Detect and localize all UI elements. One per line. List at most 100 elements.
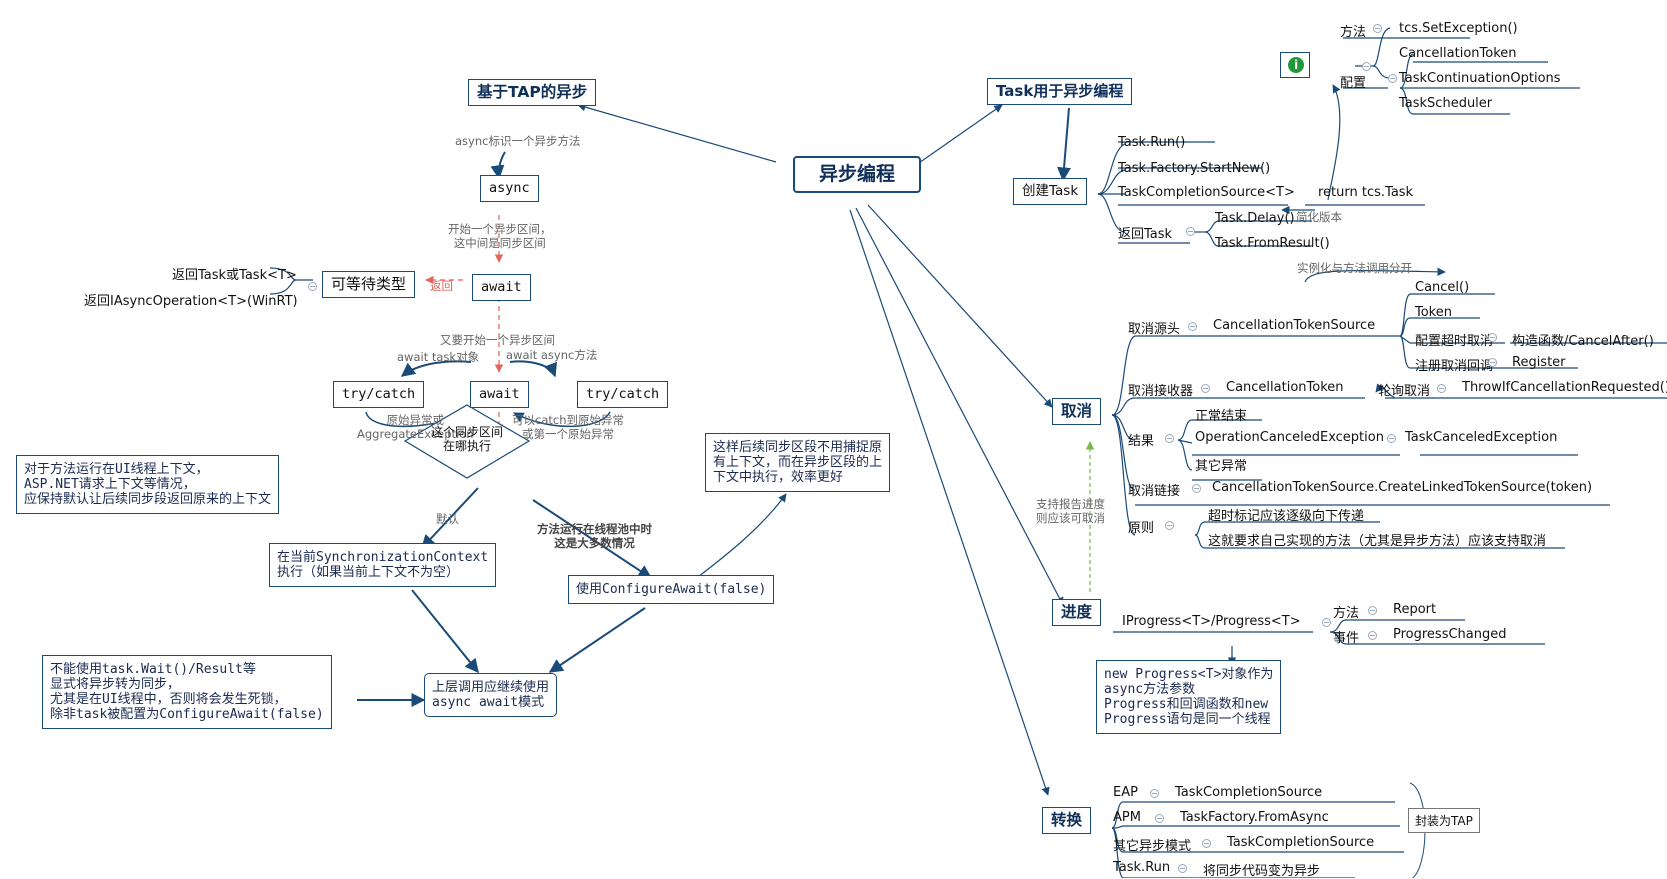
task-run[interactable]: Task.Run() — [1118, 135, 1186, 150]
principle-support-cancel[interactable]: 这就要求自己实现的方法（尤其是异步方法）应该支持取消 — [1208, 534, 1547, 549]
node-awaitable-type[interactable]: 可等待类型 — [322, 271, 416, 298]
node-sync-context[interactable]: 在当前SynchronizationContext 执行（如果当前上下文不为空） — [269, 543, 497, 587]
label-config[interactable]: 配置 — [1340, 76, 1367, 91]
collapse-toggle[interactable] — [1362, 62, 1371, 71]
collapse-toggle[interactable] — [1488, 358, 1497, 367]
collapse-toggle[interactable] — [1202, 839, 1211, 848]
node-trycatch-right[interactable]: try/catch — [577, 381, 669, 408]
principle-pass-down[interactable]: 超时标记应该逐级向下传递 — [1208, 509, 1365, 524]
convert-task-run-target[interactable]: 将同步代码变为异步 — [1203, 864, 1321, 879]
node-trycatch-left[interactable]: try/catch — [333, 381, 425, 408]
collapse-toggle[interactable] — [308, 282, 317, 291]
config-task-continuation[interactable]: TaskContinuationOptions — [1399, 71, 1561, 86]
throw-if-cancellation-requested[interactable]: ThrowIfCancellationRequested() — [1462, 380, 1667, 395]
progress-changed[interactable]: ProgressChanged — [1393, 627, 1507, 642]
node-create-task[interactable]: 创建Task — [1013, 178, 1088, 205]
configure-await-note[interactable]: 这样后续同步区段不用捕捉原 有上下文，而在异步区段的上 下文中执行，效率更好 — [705, 433, 891, 492]
task-fromresult[interactable]: Task.FromResult() — [1215, 236, 1330, 251]
node-await-2[interactable]: await — [470, 381, 529, 408]
collapse-toggle[interactable] — [1201, 384, 1210, 393]
cts-timeout[interactable]: 配置超时取消 — [1415, 334, 1494, 349]
node-progress[interactable]: 进度 — [1052, 599, 1102, 626]
awaitable-iasyncoperation[interactable]: 返回IAsyncOperation<T>(WinRT) — [84, 294, 298, 309]
node-async[interactable]: async — [480, 175, 539, 202]
progress-event[interactable]: 事件 — [1333, 631, 1360, 646]
diamond-shape — [403, 404, 531, 479]
collapse-toggle[interactable] — [1178, 864, 1187, 873]
convert-eap[interactable]: EAP — [1113, 785, 1138, 800]
result-other-exception[interactable]: 其它异常 — [1195, 459, 1248, 474]
label-cancel-source[interactable]: 取消源头 — [1128, 322, 1181, 337]
convert-apm-target[interactable]: TaskFactory.FromAsync — [1180, 810, 1329, 825]
config-task-scheduler[interactable]: TaskScheduler — [1399, 96, 1493, 111]
note-async-marks: async标识一个异步方法 — [455, 134, 581, 148]
note-catch-original: 可以catch到原始异常 或第一个原始异常 — [512, 413, 624, 441]
collapse-toggle[interactable] — [1186, 227, 1195, 236]
node-await-1[interactable]: await — [472, 274, 531, 301]
convert-other[interactable]: 其它异步模式 — [1113, 839, 1192, 854]
collapse-toggle[interactable] — [1155, 814, 1164, 823]
node-cancel[interactable]: 取消 — [1052, 398, 1102, 425]
return-task[interactable]: 返回Task — [1118, 227, 1173, 242]
node-convert[interactable]: 转换 — [1042, 807, 1092, 834]
awaitable-task[interactable]: 返回Task或Task<T> — [172, 268, 297, 283]
config-cancellation-token[interactable]: CancellationToken — [1399, 46, 1517, 61]
cancellation-token[interactable]: CancellationToken — [1226, 380, 1344, 395]
convert-other-target[interactable]: TaskCompletionSource — [1227, 835, 1375, 850]
cancellation-token-source[interactable]: CancellationTokenSource — [1213, 318, 1376, 333]
collapse-toggle[interactable] — [1150, 789, 1159, 798]
result-normal[interactable]: 正常结束 — [1195, 409, 1248, 424]
collapse-toggle[interactable] — [1165, 521, 1174, 530]
collapse-toggle[interactable] — [1188, 322, 1197, 331]
return-tcs-task[interactable]: return tcs.Task — [1318, 185, 1414, 200]
tcs-set-exception[interactable]: tcs.SetException() — [1399, 21, 1518, 36]
note-await-begin: 开始一个异步区间， 这中间是同步区间 — [448, 222, 552, 250]
label-method[interactable]: 方法 — [1340, 25, 1367, 40]
cts-cancel[interactable]: Cancel() — [1415, 280, 1470, 295]
collapse-toggle[interactable] — [1387, 434, 1396, 443]
convert-task-run[interactable]: Task.Run — [1113, 860, 1171, 875]
cts-register-callback[interactable]: 注册取消回调 — [1415, 359, 1494, 374]
convert-eap-target[interactable]: TaskCompletionSource — [1175, 785, 1323, 800]
deadlock-note[interactable]: 不能使用task.Wait()/Result等 显式将异步转为同步， 尤其是在U… — [42, 655, 332, 729]
label-cancel-link[interactable]: 取消链接 — [1128, 484, 1181, 499]
create-linked-token-source[interactable]: CancellationTokenSource.CreateLinkedToke… — [1212, 480, 1593, 495]
diamond-where-sync[interactable]: 这个同步区间 在哪执行 — [430, 425, 503, 453]
task-canceled-exception[interactable]: TaskCanceledException — [1405, 430, 1558, 445]
collapse-toggle[interactable] — [1368, 606, 1377, 615]
polling-cancel[interactable]: 轮询取消 — [1378, 384, 1431, 399]
cts-token[interactable]: Token — [1415, 305, 1452, 320]
info-icon[interactable]: i — [1280, 52, 1310, 78]
progress-method[interactable]: 方法 — [1333, 606, 1360, 621]
progress-report[interactable]: Report — [1393, 602, 1437, 617]
node-upper-call[interactable]: 上层调用应继续使用 async await模式 — [424, 673, 558, 717]
collapse-toggle[interactable] — [1165, 434, 1174, 443]
collapse-toggle[interactable] — [1388, 74, 1397, 83]
node-task-async[interactable]: Task用于异步编程 — [987, 78, 1133, 105]
note-threadpool: 方法运行在线程池中时 这是大多数情况 — [537, 522, 652, 550]
node-tap-async[interactable]: 基于TAP的异步 — [468, 79, 597, 106]
note-simplified: 简化版本 — [1296, 210, 1342, 224]
collapse-toggle[interactable] — [1373, 24, 1382, 33]
convert-apm[interactable]: APM — [1113, 810, 1141, 825]
iprogress-progress[interactable]: IProgress<T>/Progress<T> — [1122, 614, 1301, 629]
ctor-cancel-after[interactable]: 构造函数/CancelAfter() — [1512, 334, 1654, 349]
register[interactable]: Register — [1512, 355, 1566, 370]
label-principle[interactable]: 原则 — [1128, 521, 1155, 536]
task-factory-startnew[interactable]: Task.Factory.StartNew() — [1118, 161, 1271, 176]
progress-note[interactable]: new Progress<T>对象作为 async方法参数 Progress和回… — [1096, 660, 1282, 734]
ui-context-note[interactable]: 对于方法运行在UI线程上下文， ASP.NET请求上下文等情况， 应保持默认让后… — [16, 455, 280, 514]
collapse-toggle[interactable] — [1437, 384, 1446, 393]
collapse-toggle[interactable] — [1488, 333, 1497, 342]
task-delay[interactable]: Task.Delay() — [1215, 211, 1295, 226]
root-node[interactable]: 异步编程 — [793, 156, 922, 193]
task-completion-source[interactable]: TaskCompletionSource<T> — [1118, 185, 1295, 200]
collapse-toggle[interactable] — [1192, 484, 1201, 493]
label-cancel-receiver[interactable]: 取消接收器 — [1128, 384, 1194, 399]
wrap-tap-note[interactable]: 封装为TAP — [1408, 808, 1480, 833]
collapse-toggle[interactable] — [1368, 631, 1377, 640]
operation-canceled-exception[interactable]: OperationCanceledException — [1195, 430, 1384, 445]
label-result[interactable]: 结果 — [1128, 434, 1155, 449]
collapse-toggle[interactable] — [1322, 618, 1331, 627]
node-configure-await[interactable]: 使用ConfigureAwait(false) — [568, 575, 775, 604]
